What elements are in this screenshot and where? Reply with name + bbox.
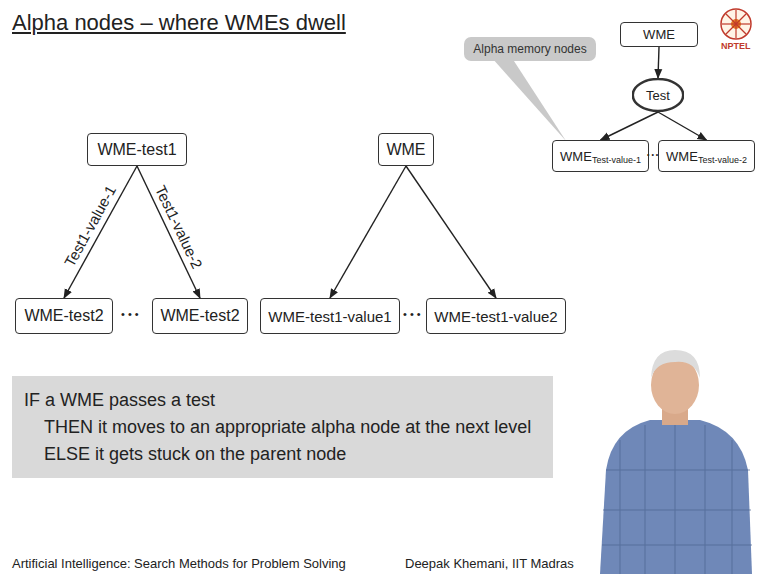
rule-line: THEN it moves to an appropriate alpha no… (44, 414, 531, 441)
node-text: Alpha memory nodes (473, 42, 586, 56)
node-text: Test (646, 88, 670, 103)
nptel-logo (721, 9, 751, 39)
node-text: WME (666, 149, 698, 164)
footer-text: Deepak Khemani, IIT Madras (405, 556, 574, 571)
alpha-node-box: WMETest-value-2 (658, 140, 755, 172)
arrow-connector (658, 47, 659, 78)
footer-text: Artificial Intelligence: Search Methods … (12, 556, 346, 571)
arrow-connector (64, 166, 137, 298)
rule-line: IF a WME passes a test (24, 387, 215, 414)
subscript-text: Test-value-2 (698, 155, 747, 165)
node-text: WME-test2 (24, 307, 103, 325)
ellipsis-dots: • • • (647, 151, 658, 158)
rule-line: ELSE it gets stuck on the parent node (44, 441, 346, 468)
alpha-node-box: WME (620, 22, 698, 47)
alpha-node-box: WME-test1 (87, 133, 187, 166)
node-text: WME (560, 149, 592, 164)
callout-box: Alpha memory nodes (464, 37, 596, 61)
callout-pointer (492, 58, 566, 141)
arrow-connector (658, 112, 707, 140)
node-text: WME (386, 141, 425, 159)
edge-label: Test1-value-1 (61, 183, 119, 270)
alpha-node-box: WME-test1-value2 (426, 298, 566, 334)
test-ellipse: Test (632, 78, 684, 112)
node-text: WME-test1 (97, 141, 176, 159)
alpha-node-box: WME-test2 (152, 298, 248, 334)
arrow-connector (601, 112, 659, 140)
node-text: WME-test1-value1 (268, 308, 391, 325)
arrow-connector (406, 166, 496, 298)
ellipsis-dots: • • • (121, 308, 139, 320)
alpha-node-box: WME-test1-value1 (260, 298, 400, 334)
edge-label: Test1-value-2 (152, 183, 206, 272)
node-text: WME (643, 27, 675, 42)
subscript-text: Test-value-1 (592, 155, 641, 165)
node-text: WME-test2 (160, 307, 239, 325)
ellipsis-dots: • • • (403, 308, 421, 320)
alpha-node-box: WMETest-value-1 (552, 140, 649, 172)
logo-text: NPTEL (721, 41, 751, 51)
arrow-connector (330, 166, 406, 298)
rule-band: IF a WME passes a testTHEN it moves to a… (12, 376, 553, 478)
node-text: WME-test1-value2 (434, 308, 557, 325)
alpha-node-box: WME-test2 (15, 298, 113, 334)
alpha-node-box: WME (378, 133, 434, 166)
slide-title: Alpha nodes – where WMEs dwell (12, 10, 346, 36)
presenter-figure (600, 350, 752, 574)
